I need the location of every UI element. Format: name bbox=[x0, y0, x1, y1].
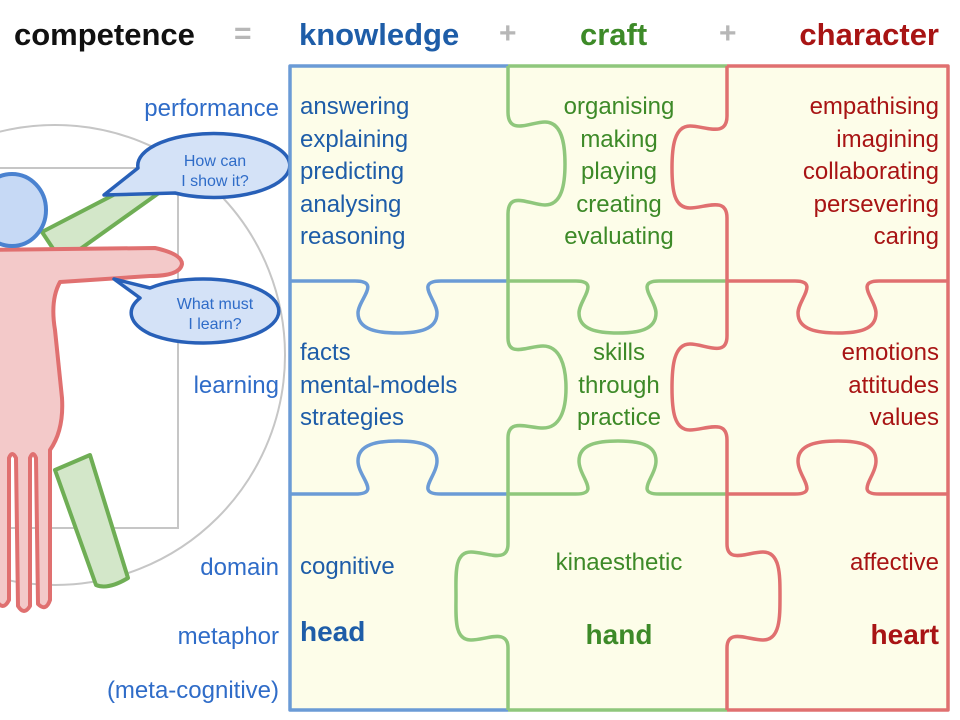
list-item: persevering bbox=[813, 190, 939, 218]
row-label-metaphor: metaphor bbox=[177, 623, 279, 650]
list-item: caring bbox=[873, 223, 939, 250]
character-metaphor: heart bbox=[870, 619, 939, 650]
character-domain: affective bbox=[850, 549, 939, 576]
knowledge-row1-edge bbox=[290, 279, 508, 335]
craft-learning-list: skills through practice bbox=[518, 337, 720, 435]
character-row1-edge bbox=[727, 279, 948, 335]
list-item: attitudes bbox=[848, 371, 939, 399]
list-item: evaluating bbox=[564, 223, 674, 250]
figure-body bbox=[0, 246, 184, 613]
character-learning-list: emotions attitudes values bbox=[842, 337, 939, 435]
header-equals-sign: = bbox=[234, 17, 252, 50]
row-label-meta-cognitive: (meta-cognitive) bbox=[106, 677, 279, 704]
bubble-show-line: I show it? bbox=[181, 173, 249, 190]
knowledge-learning-list: facts mental-models strategies bbox=[300, 337, 457, 435]
craft-metaphor: hand bbox=[585, 619, 653, 650]
character-outline bbox=[727, 64, 950, 712]
list-item: playing bbox=[580, 158, 658, 185]
header-knowledge: knowledge bbox=[299, 17, 460, 52]
character-row2-edge bbox=[727, 439, 948, 496]
list-item: explaining bbox=[300, 125, 409, 153]
bubble-learn-line: I learn? bbox=[188, 316, 242, 333]
bubble-show-line: How can bbox=[183, 153, 247, 170]
puzzle-background bbox=[290, 66, 948, 710]
bubble-learn-line: What must bbox=[176, 296, 254, 313]
list-item: organising bbox=[563, 93, 675, 120]
list-item: creating bbox=[576, 190, 662, 218]
figure-green-leg bbox=[53, 453, 130, 589]
list-item: values bbox=[869, 404, 939, 431]
row-label-domain: domain bbox=[200, 554, 279, 581]
list-item: collaborating bbox=[802, 158, 939, 185]
list-item: analysing bbox=[300, 190, 402, 218]
knowledge-performance-list: answering explaining predicting analysin… bbox=[300, 91, 409, 254]
header-competence: competence bbox=[14, 17, 195, 52]
header-character: character bbox=[799, 17, 939, 52]
list-item: facts bbox=[300, 339, 351, 366]
knowledge-outline bbox=[288, 64, 508, 712]
character-performance-list: empathising imagining collaborating pers… bbox=[803, 91, 939, 254]
list-item: through bbox=[578, 371, 660, 399]
craft-domain: kinaesthetic bbox=[555, 549, 683, 576]
craft-left-edge bbox=[454, 66, 568, 710]
list-item: practice bbox=[576, 404, 662, 431]
list-item: answering bbox=[300, 93, 410, 120]
header-plus-sign-1: + bbox=[499, 17, 517, 50]
figure-head bbox=[0, 172, 48, 248]
character-left-edge bbox=[670, 66, 782, 710]
bubble-learn-shape bbox=[112, 277, 281, 345]
list-item: skills bbox=[593, 339, 645, 366]
bubble-show: How can I show it? bbox=[166, 152, 264, 192]
list-item: reasoning bbox=[300, 223, 406, 250]
list-item: empathising bbox=[809, 93, 939, 120]
craft-row1-edge bbox=[508, 279, 727, 335]
list-item: predicting bbox=[300, 158, 405, 185]
bubble-show-shape bbox=[102, 131, 292, 200]
list-item: imagining bbox=[836, 125, 939, 153]
vitruvian-figure bbox=[0, 124, 286, 613]
list-item: strategies bbox=[300, 404, 405, 431]
row-label-performance: performance bbox=[144, 95, 279, 122]
craft-row2-edge bbox=[508, 439, 727, 496]
knowledge-domain: cognitive bbox=[300, 553, 395, 580]
figure-circle bbox=[0, 124, 286, 586]
craft-performance-list: organising making playing creating evalu… bbox=[518, 91, 720, 254]
list-item: making bbox=[580, 125, 658, 153]
list-item: emotions bbox=[841, 339, 939, 366]
knowledge-metaphor: head bbox=[300, 616, 366, 647]
bubble-learn: What must I learn? bbox=[166, 295, 264, 335]
knowledge-row2-edge bbox=[290, 439, 508, 496]
list-item: mental-models bbox=[300, 371, 458, 399]
header-craft: craft bbox=[580, 17, 648, 52]
header-plus-sign-2: + bbox=[719, 17, 737, 50]
row-label-learning: learning bbox=[193, 372, 279, 399]
